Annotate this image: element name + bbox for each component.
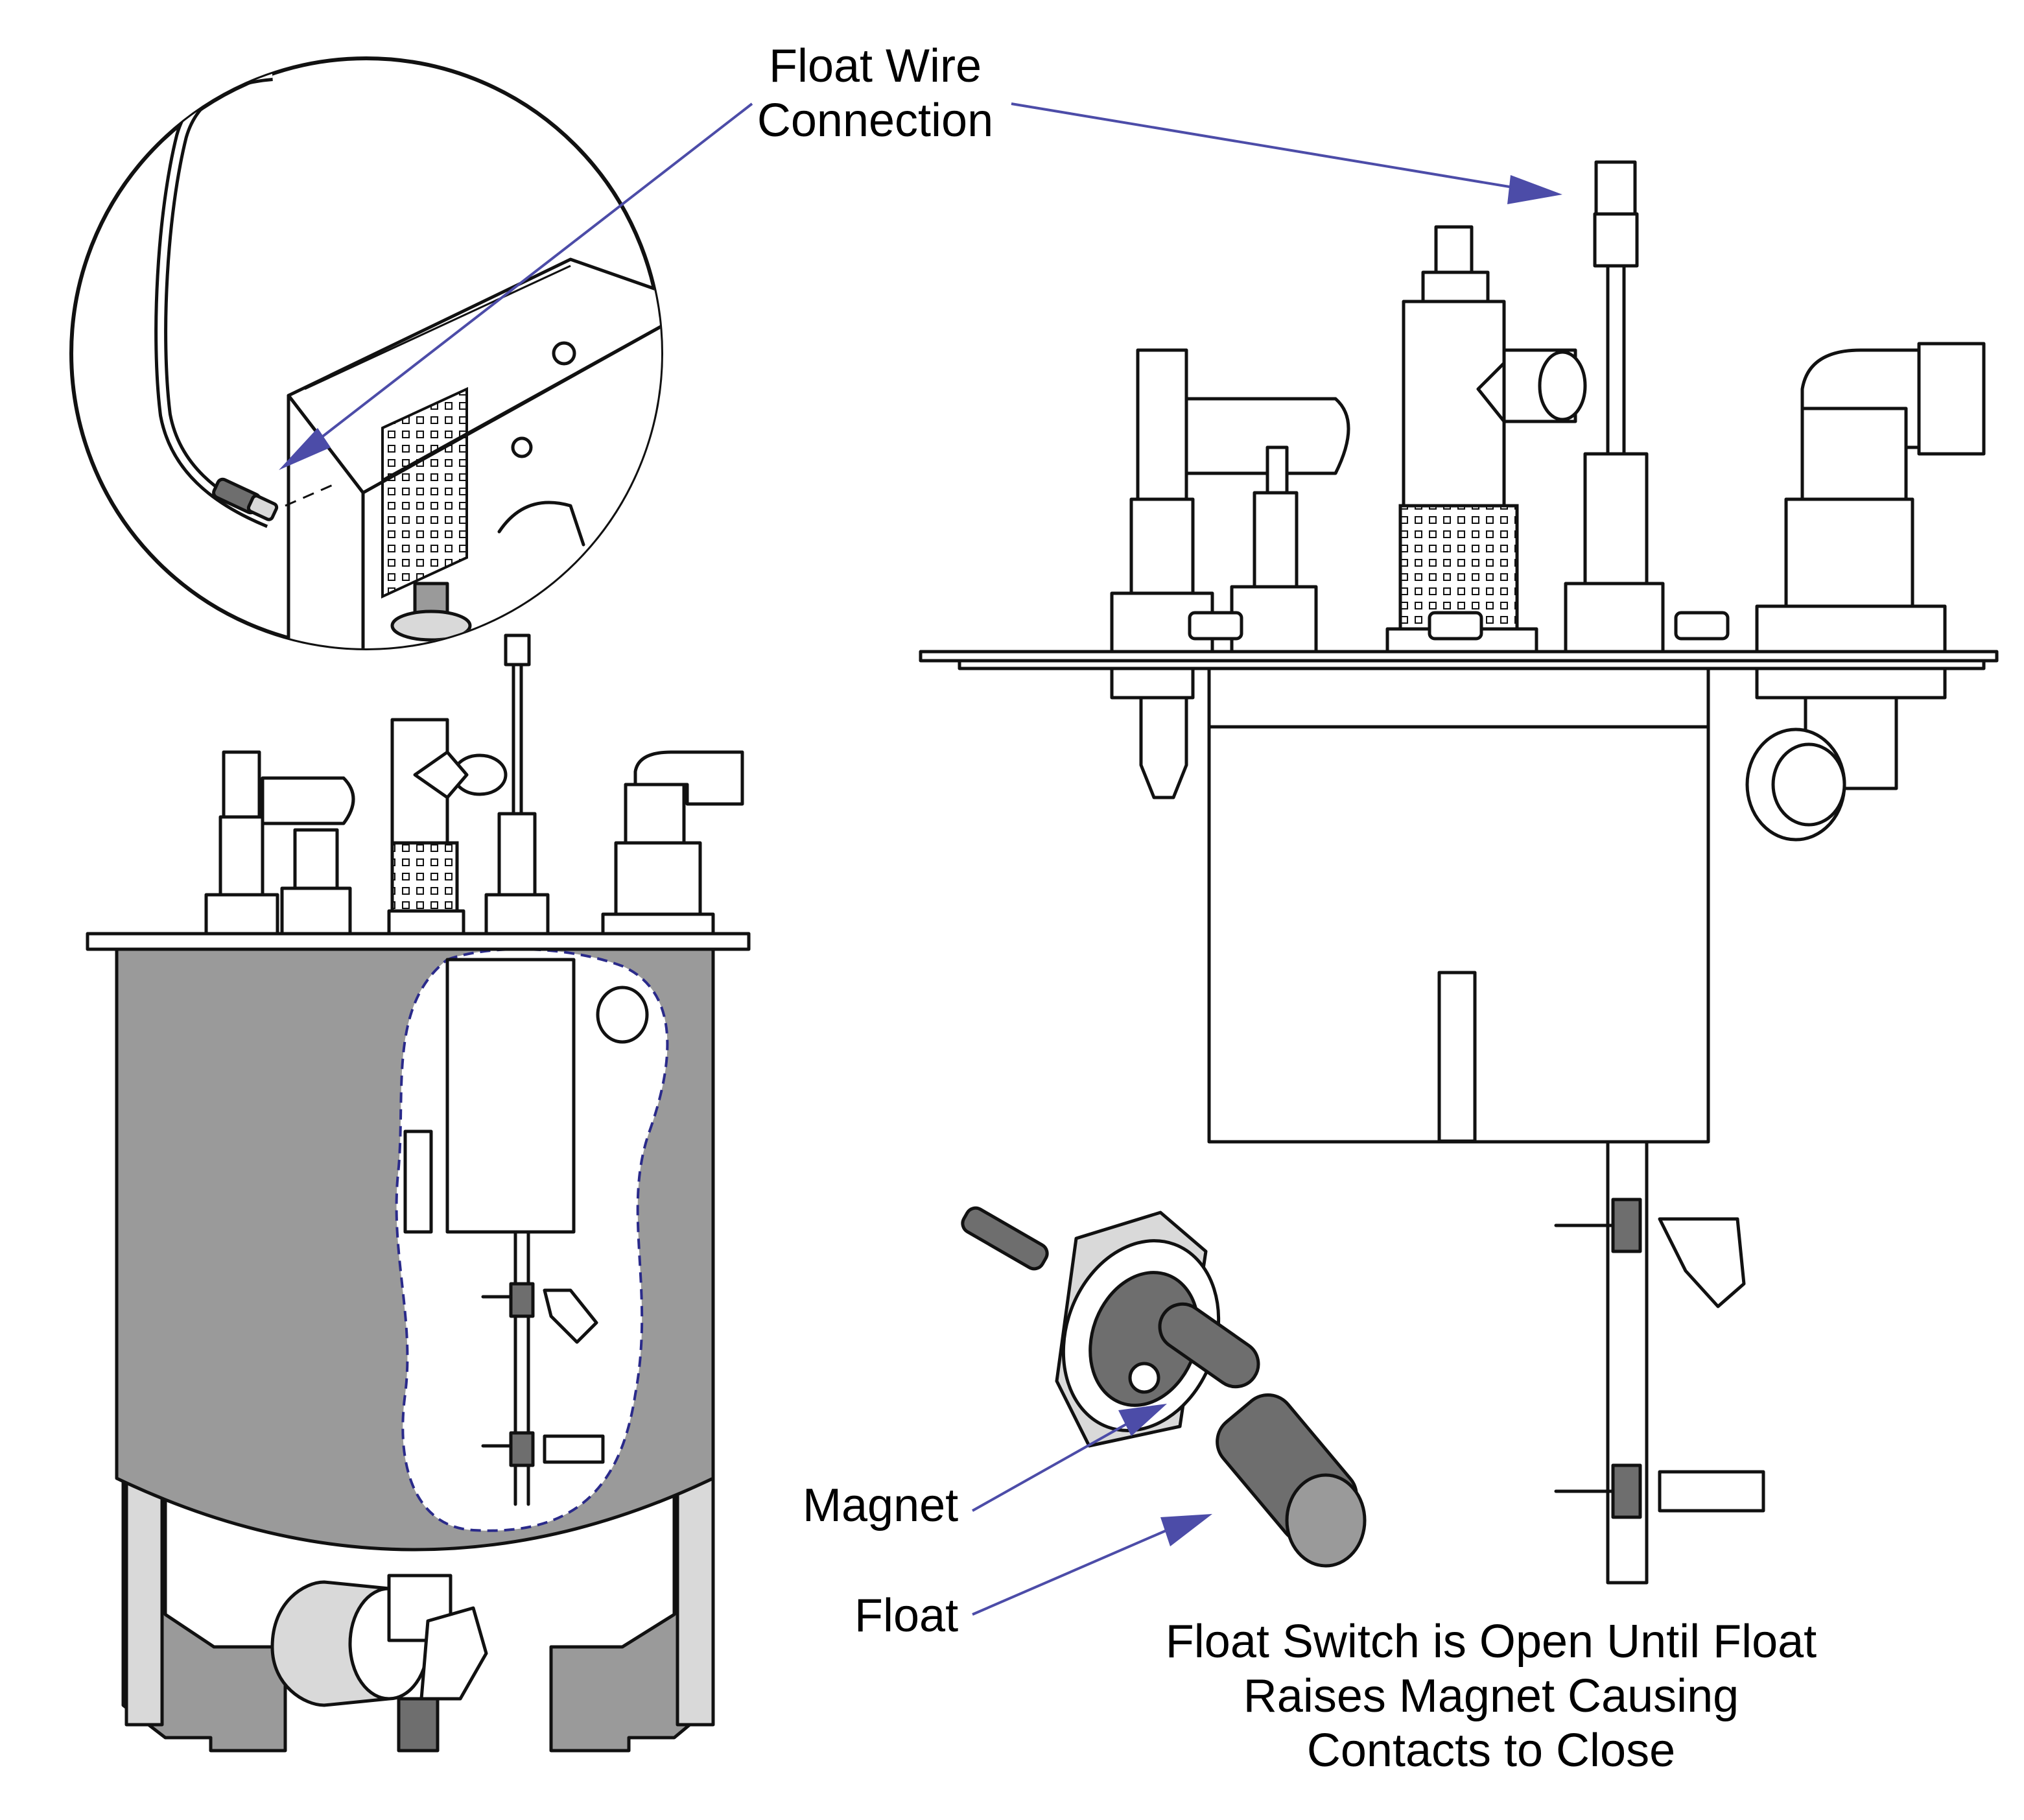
float-wire-connection-line2: Connection xyxy=(757,95,994,147)
float-switch-note: Float Switch is Open Until Float Raises … xyxy=(1128,1614,1854,1778)
float-wire-connection-line1: Float Wire xyxy=(768,40,982,92)
float-switch-note-line3: Contacts to Close xyxy=(1306,1725,1676,1777)
float-switch-note-line2: Raises Magnet Causing xyxy=(1243,1670,1739,1722)
float-switch-head-assembly xyxy=(919,160,1999,1585)
magnified-detail-view xyxy=(69,56,663,650)
float-detail xyxy=(961,1206,1367,1568)
float-label: Float xyxy=(854,1590,959,1642)
callout-lines xyxy=(279,102,1562,1616)
magnet-label: Magnet xyxy=(803,1480,959,1531)
float-wire-connection-label: Float Wire Connection xyxy=(739,39,1011,148)
tank-assembly-cutaway xyxy=(86,633,751,1753)
float-switch-note-line1: Float Switch is Open Until Float xyxy=(1165,1616,1817,1668)
detail-connector-icon xyxy=(212,477,279,521)
